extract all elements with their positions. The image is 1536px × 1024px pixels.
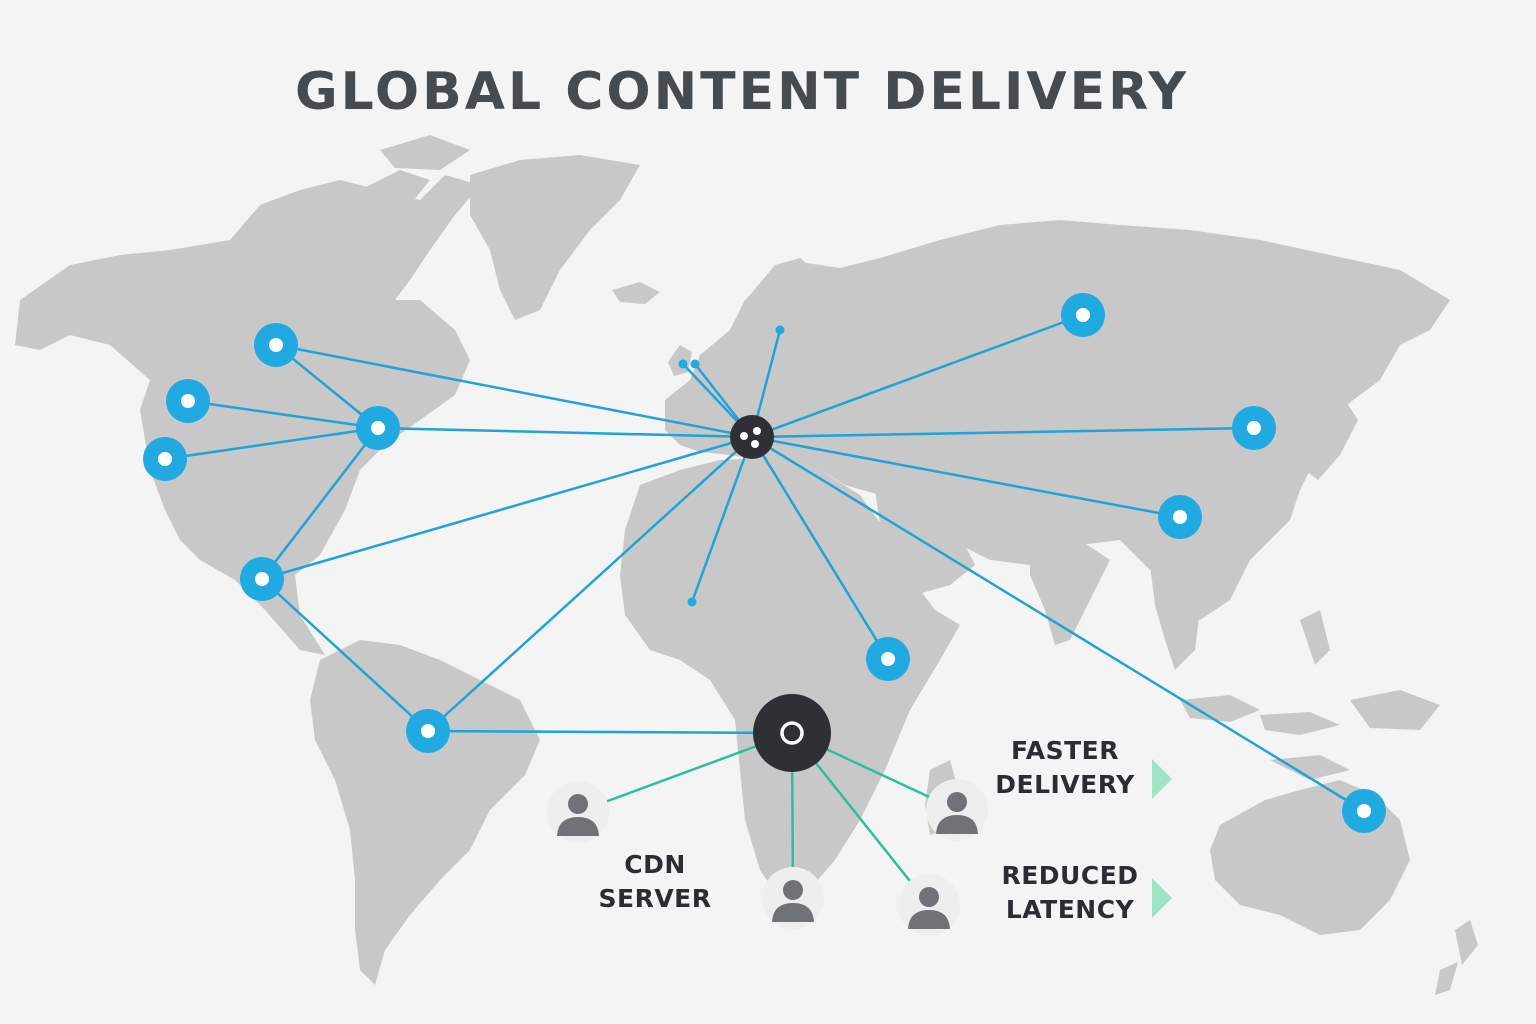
cdn-server-icon — [753, 694, 831, 772]
hub-nodes — [730, 415, 831, 772]
world-map — [15, 135, 1478, 995]
location-node-icon — [866, 637, 910, 681]
origin-server-icon — [730, 415, 774, 459]
cdn-server-label: CDN SERVER — [585, 848, 725, 916]
region-southeast-asia — [1150, 565, 1200, 670]
connection-line — [260, 577, 430, 733]
region-scandinavia — [735, 258, 820, 355]
benefit-arrows — [1152, 759, 1172, 918]
location-node-icon — [1158, 495, 1202, 539]
faster-delivery-label: FASTER DELIVERY — [990, 734, 1140, 802]
connection-line — [750, 435, 1182, 519]
island-japan — [1305, 400, 1358, 480]
user-icon — [898, 874, 960, 936]
user-icon — [926, 779, 988, 841]
edge-nodes — [143, 293, 1386, 833]
continent-south-america — [310, 640, 540, 985]
connection-line — [274, 343, 754, 439]
connection-line — [186, 399, 380, 430]
connection-line — [426, 435, 754, 733]
small-node-dot — [690, 359, 700, 369]
user-icon — [547, 781, 609, 843]
continent-eurasia — [665, 220, 1450, 620]
user-avatars — [547, 779, 988, 936]
island-new-zealand — [1435, 920, 1478, 995]
connection-line — [750, 435, 890, 661]
cdn-server-label-line2: SERVER — [598, 884, 712, 913]
continent-north-america — [15, 175, 480, 655]
islands-indonesia — [1180, 610, 1440, 780]
location-node-icon — [143, 437, 187, 481]
connection-line — [260, 435, 754, 581]
small-node-dot — [775, 325, 785, 335]
cdn-server-label-line1: CDN — [624, 850, 686, 879]
location-node-icon — [166, 379, 210, 423]
region-india — [1030, 540, 1110, 645]
location-node-icon — [1232, 406, 1276, 450]
connection-line — [376, 426, 754, 439]
faster-delivery-line1: FASTER — [1011, 736, 1119, 765]
connection-line — [750, 426, 1256, 439]
location-node-icon — [406, 709, 450, 753]
faster-delivery-line2: DELIVERY — [995, 770, 1135, 799]
connection-line — [426, 729, 794, 735]
location-node-icon — [1342, 789, 1386, 833]
location-node-icon — [240, 557, 284, 601]
island-iceland — [612, 282, 660, 304]
page-title: GLOBAL CONTENT DELIVERY — [294, 62, 1190, 122]
reduced-latency-label: REDUCED LATENCY — [990, 859, 1150, 927]
reduced-latency-line1: REDUCED — [1001, 861, 1139, 890]
location-node-icon — [356, 406, 400, 450]
connection-line — [690, 435, 754, 604]
triangle-arrow-icon — [1152, 878, 1172, 918]
triangle-arrow-icon — [1152, 759, 1172, 799]
location-node-icon — [1061, 293, 1105, 337]
continent-greenland — [470, 155, 640, 320]
connection-line — [163, 426, 380, 461]
connection-line — [260, 426, 380, 581]
reduced-latency-line2: LATENCY — [1005, 895, 1135, 924]
arctic-islands — [270, 135, 470, 260]
connection-line — [750, 435, 1366, 813]
small-node-dot — [678, 359, 688, 369]
small-node-dot — [687, 597, 697, 607]
user-icon — [762, 867, 824, 929]
connection-line — [750, 313, 1085, 439]
location-node-icon — [254, 323, 298, 367]
